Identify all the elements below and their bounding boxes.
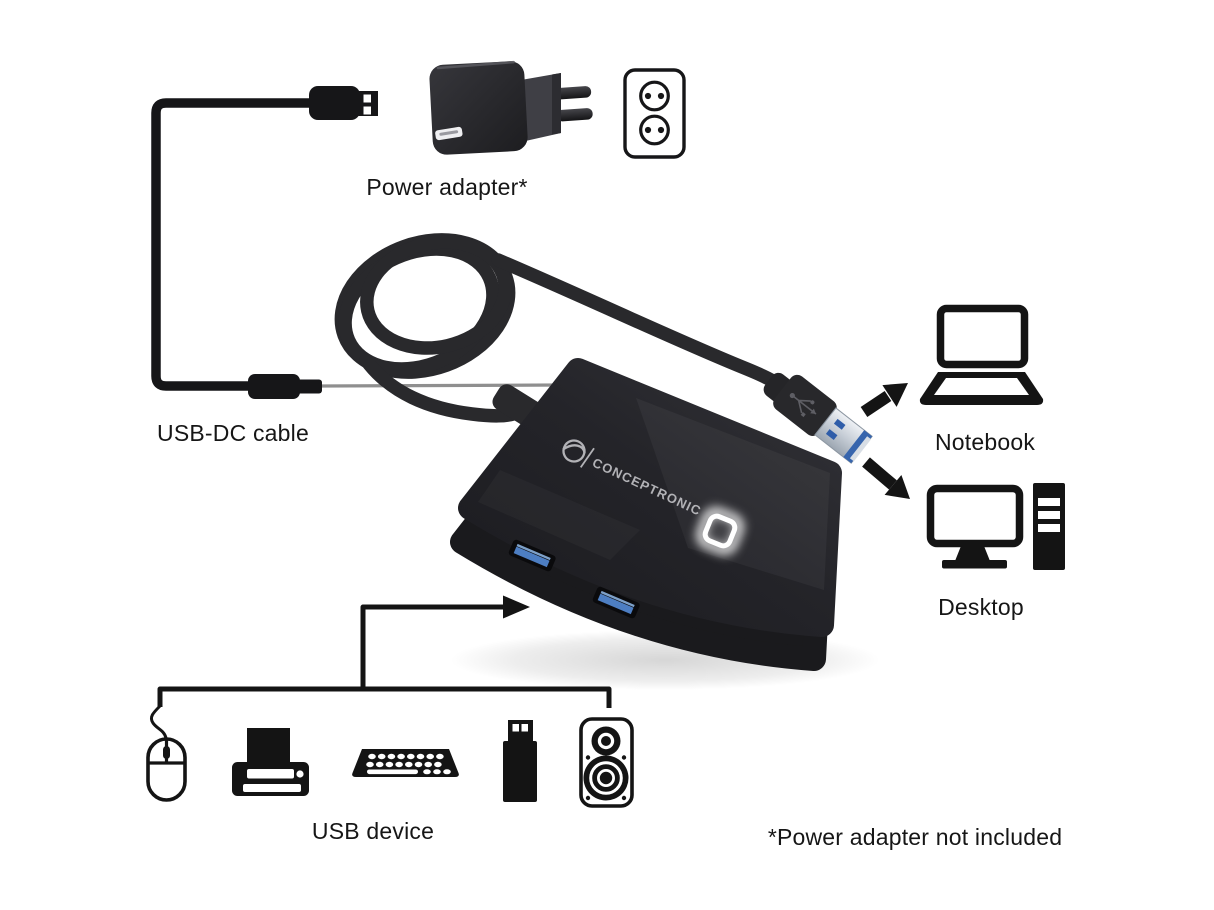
usb-hub-device: CONCEPTRONIC [450, 358, 842, 671]
speaker-icon [579, 717, 634, 808]
usb3-port [592, 586, 640, 619]
wall-outlet-icon [623, 68, 686, 159]
flow-arrow-icon [360, 595, 530, 689]
device-bracket [157, 686, 612, 708]
usb-a-plug-icon [309, 86, 378, 120]
usb-device-label: USB device [311, 818, 435, 844]
arrow-to-desktop-icon [862, 457, 910, 499]
usb-stick-icon [503, 720, 537, 802]
power-led [696, 507, 744, 555]
notebook-label: Notebook [934, 429, 1036, 455]
mouse-icon [146, 704, 187, 802]
cable-coil [334, 233, 791, 423]
usb-dc-cable-label: USB-DC cable [157, 420, 309, 446]
usb3-port [508, 539, 556, 572]
dc-connector-icon [248, 374, 322, 399]
printer-icon [232, 728, 309, 796]
footnote-label: *Power adapter not included [767, 824, 1063, 850]
notebook-icon [919, 304, 1044, 405]
desktop-icon [926, 483, 1065, 570]
power-adapter-label: Power adapter* [366, 174, 528, 200]
desktop-label: Desktop [938, 594, 1024, 620]
arrow-to-notebook-icon [860, 383, 908, 417]
usb3-plug-icon [763, 372, 873, 464]
keyboard-icon [352, 749, 459, 777]
dc-pointer-line [321, 383, 561, 388]
power-adapter-icon [429, 60, 593, 155]
usb-dc-cable-graphic [151, 86, 378, 399]
